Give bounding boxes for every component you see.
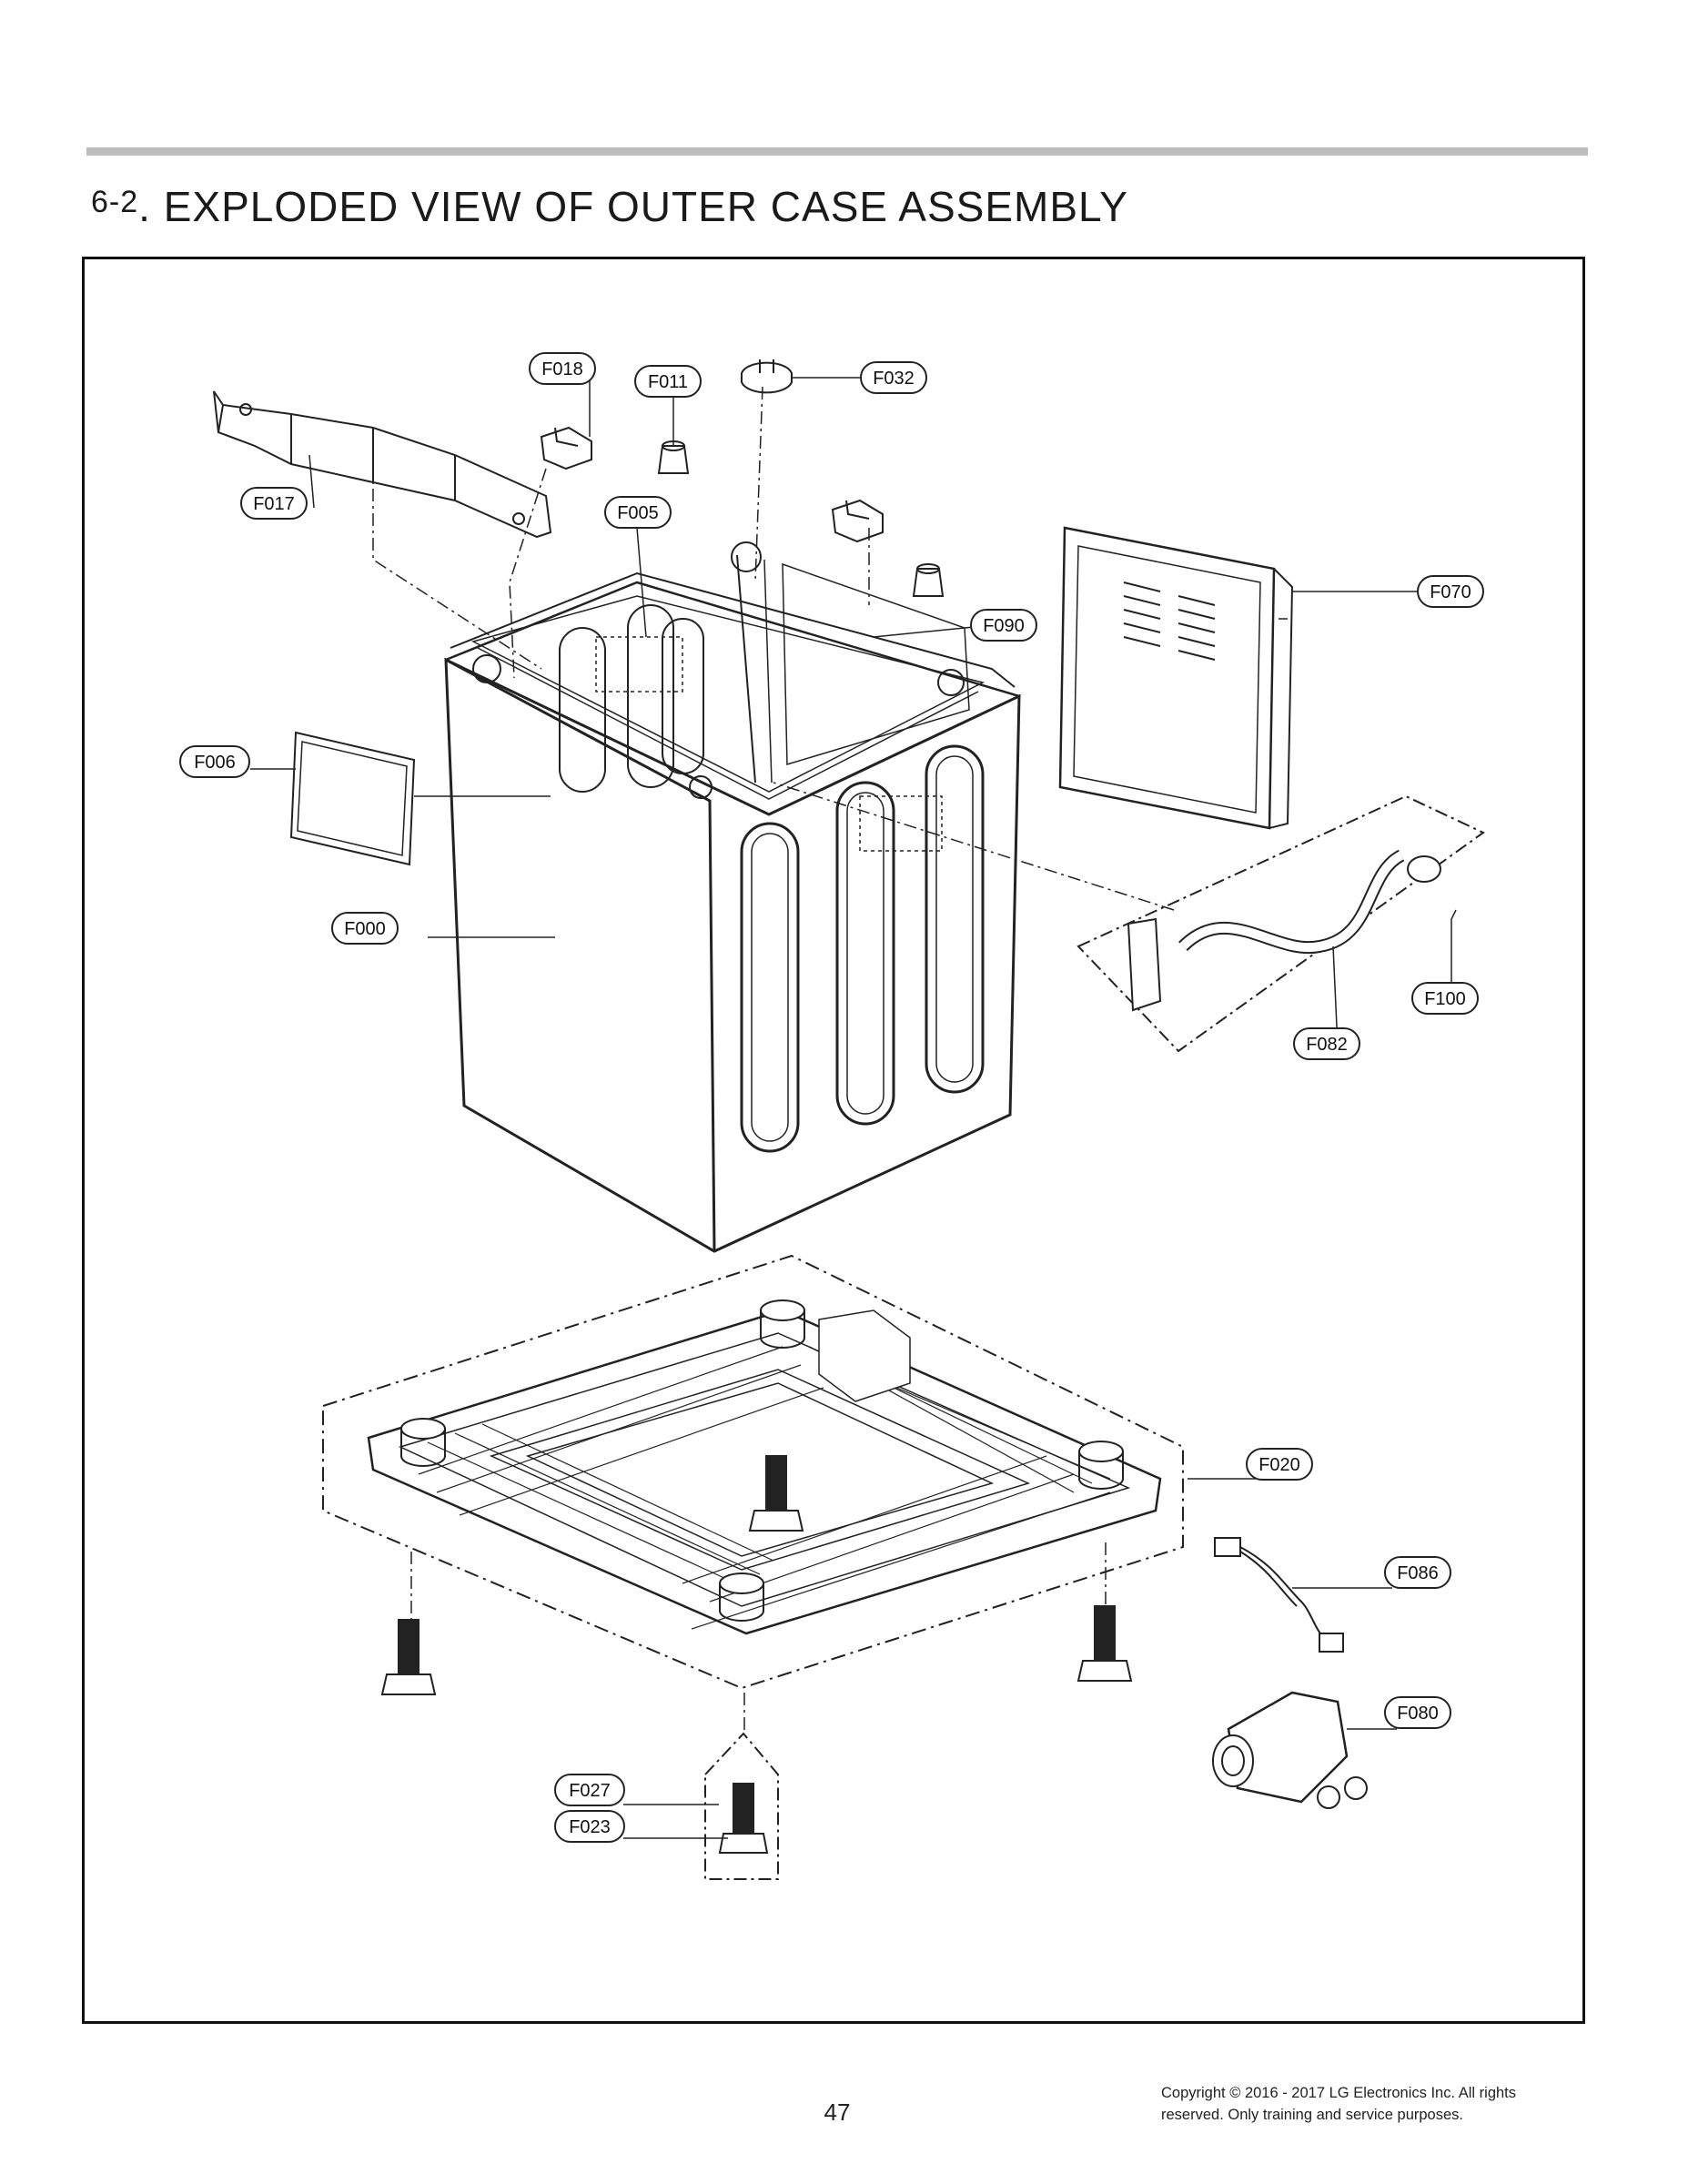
clamp-part	[741, 359, 793, 394]
svg-text:F020: F020	[1258, 1455, 1300, 1475]
svg-text:F080: F080	[1397, 1704, 1439, 1724]
callout-labels: F018 F011 F032 F017 F005 F090 F070 F006 …	[179, 352, 1484, 1843]
wire-harness-part	[1214, 1537, 1344, 1653]
rear-cover-part	[1058, 526, 1294, 830]
callout-f006: F006	[179, 745, 250, 778]
callout-f005: F005	[604, 496, 672, 529]
svg-text:F082: F082	[1306, 1035, 1348, 1055]
svg-text:F005: F005	[617, 503, 659, 523]
copyright-line-1: Copyright © 2016 - 2017 LG Electronics I…	[1161, 2085, 1517, 2101]
svg-text:F000: F000	[344, 919, 386, 939]
callout-f070: F070	[1417, 575, 1484, 608]
svg-text:F070: F070	[1430, 582, 1471, 602]
section-title: . EXPLODED VIEW OF OUTER CASE ASSEMBLY	[138, 183, 1128, 230]
copyright-line-2: reserved. Only training and service purp…	[1161, 2107, 1463, 2123]
page-number: 47	[824, 2098, 851, 2126]
copyright-notice: Copyright © 2016 - 2017 LG Electronics I…	[1161, 2082, 1589, 2126]
svg-text:F086: F086	[1397, 1563, 1439, 1583]
drain-hose-group	[1076, 794, 1485, 1053]
callout-f018: F018	[529, 352, 596, 385]
callout-f017: F017	[240, 487, 308, 520]
hinge-part	[540, 426, 884, 543]
svg-text:F023: F023	[569, 1817, 611, 1837]
top-bracket-part	[213, 390, 552, 539]
callout-f027: F027	[554, 1774, 625, 1806]
callout-f090: F090	[970, 609, 1037, 642]
callout-f080: F080	[1384, 1696, 1451, 1729]
svg-text:F027: F027	[569, 1781, 611, 1801]
svg-text:F017: F017	[253, 494, 295, 514]
callout-f020: F020	[1246, 1448, 1313, 1481]
svg-text:F018: F018	[541, 359, 583, 379]
section-number: 6-2	[91, 185, 139, 219]
callout-f082: F082	[1293, 1027, 1360, 1060]
outer-cabinet	[444, 541, 1021, 1253]
callout-f086: F086	[1384, 1556, 1451, 1589]
page-title: 6-2. EXPLODED VIEW OF OUTER CASE ASSEMBL…	[91, 182, 1128, 231]
leader-lines	[250, 373, 1457, 1839]
top-rule	[86, 147, 1588, 156]
svg-text:F011: F011	[648, 372, 688, 392]
cover-panel-part	[289, 731, 416, 866]
dashed-assembly-lines	[372, 386, 1288, 1734]
bushing-part	[657, 440, 945, 597]
callout-f000: F000	[331, 912, 399, 945]
svg-text:F090: F090	[983, 616, 1025, 636]
svg-text:F032: F032	[873, 369, 915, 389]
callout-f032: F032	[860, 361, 927, 394]
leveling-foot	[380, 1455, 1133, 1880]
svg-text:F100: F100	[1424, 989, 1466, 1009]
callout-f023: F023	[554, 1810, 625, 1843]
svg-text:F006: F006	[194, 753, 236, 773]
base-frame-part	[322, 1254, 1184, 1690]
diagram-frame	[82, 257, 1585, 2024]
drain-pump-part	[1212, 1691, 1368, 1809]
callout-f100: F100	[1411, 982, 1479, 1015]
callout-f011: F011	[634, 365, 702, 398]
